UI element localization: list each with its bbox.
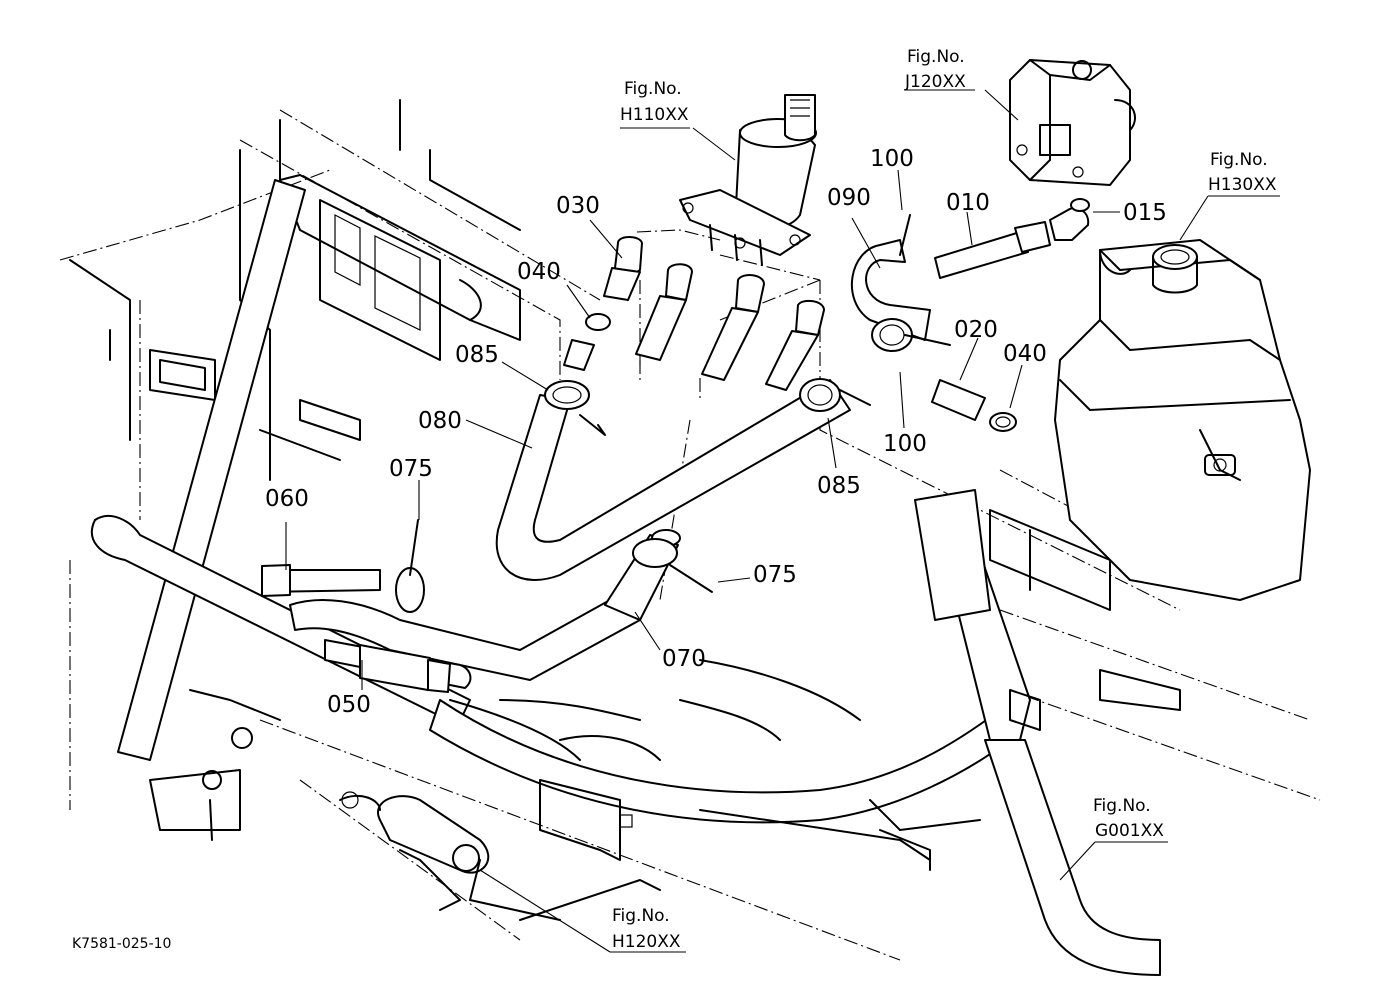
label-050: 050 bbox=[327, 692, 371, 718]
label-015: 015 bbox=[1123, 200, 1167, 226]
diagram-code: K7581-025-10 bbox=[72, 936, 171, 952]
label-060: 060 bbox=[265, 486, 309, 512]
ref-g001: Fig.No. G001XX bbox=[1093, 796, 1164, 841]
part-labels: 010 015 020 030 040 040 050 060 070 075 … bbox=[265, 146, 1167, 718]
label-010: 010 bbox=[946, 190, 990, 216]
ref-j120-label: Fig.No. bbox=[907, 47, 965, 67]
chassis-outline bbox=[59, 109, 1321, 961]
label-090: 090 bbox=[827, 185, 871, 211]
label-040-right: 040 bbox=[1003, 341, 1047, 367]
hose-080 bbox=[495, 379, 851, 581]
ref-h120-code: H120XX bbox=[612, 932, 681, 952]
ref-g001-label: Fig.No. bbox=[1093, 796, 1151, 816]
label-020: 020 bbox=[954, 317, 998, 343]
steering-valve bbox=[636, 94, 821, 281]
ref-g001-code: G001XX bbox=[1095, 821, 1164, 841]
ref-h130-code: H130XX bbox=[1208, 175, 1277, 195]
ref-h120-label: Fig.No. bbox=[612, 906, 670, 926]
ref-h110-code: H110XX bbox=[620, 105, 689, 125]
lower-pivot-assembly bbox=[377, 795, 490, 911]
hose-010 bbox=[934, 198, 1090, 279]
ref-h130-label: Fig.No. bbox=[1210, 150, 1268, 170]
label-100-top: 100 bbox=[870, 146, 914, 172]
figure-references: Fig.No. H110XX Fig.No. J120XX Fig.No. H1… bbox=[612, 47, 1277, 952]
right-console bbox=[619, 509, 1181, 871]
leader-lines bbox=[285, 89, 1280, 953]
label-085-right: 085 bbox=[817, 473, 861, 499]
ref-h130: Fig.No. H130XX bbox=[1208, 150, 1277, 195]
label-075-left: 075 bbox=[389, 456, 433, 482]
hose-060 bbox=[261, 564, 381, 597]
hose-020 bbox=[931, 379, 1017, 432]
label-040-left: 040 bbox=[517, 259, 561, 285]
ref-h120: Fig.No. H120XX bbox=[612, 906, 681, 952]
label-085-left: 085 bbox=[455, 342, 499, 368]
hydraulic-tank bbox=[1054, 239, 1311, 601]
ref-h110: Fig.No. H110XX bbox=[620, 79, 689, 125]
label-030: 030 bbox=[556, 193, 600, 219]
ref-j120-code: J120XX bbox=[904, 72, 966, 92]
label-075-right: 075 bbox=[753, 562, 797, 588]
ref-h110-label: Fig.No. bbox=[624, 79, 682, 99]
hydraulic-pump bbox=[1009, 59, 1136, 186]
label-070: 070 bbox=[662, 646, 706, 672]
clamps bbox=[395, 214, 951, 613]
label-080: 080 bbox=[418, 408, 462, 434]
label-100-bottom: 100 bbox=[883, 431, 927, 457]
hose-050 bbox=[324, 639, 472, 693]
valve-fittings bbox=[563, 236, 825, 400]
hose-090 bbox=[851, 239, 931, 341]
ref-j120: Fig.No. J120XX bbox=[904, 47, 966, 92]
